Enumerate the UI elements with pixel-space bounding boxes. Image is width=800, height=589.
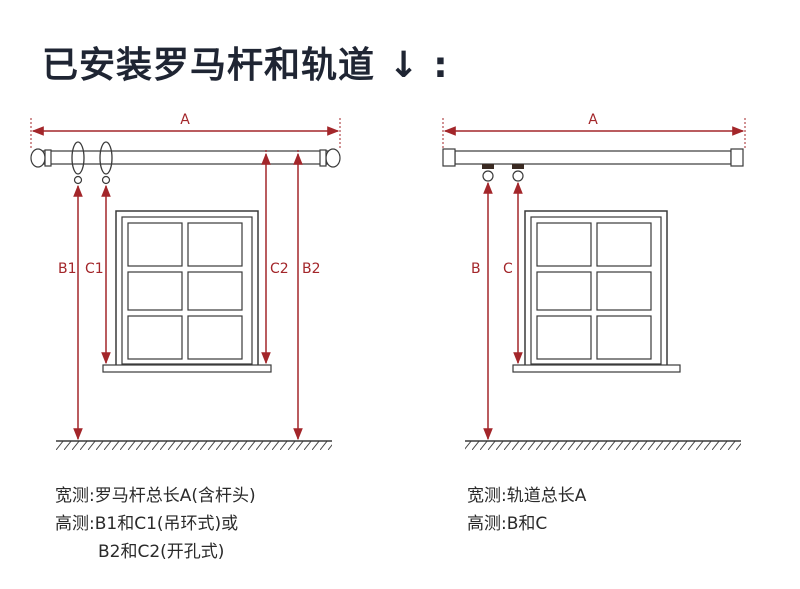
window: [102, 210, 272, 373]
window: [512, 210, 681, 373]
rod-width-caption: 宽测:罗马杆总长A(含杆头): [55, 486, 256, 506]
track-window-height-label: C: [503, 261, 513, 277]
track-height-caption: 高测:B和C: [467, 514, 548, 534]
track-caption: 宽测:轨道总长A 高测:B和C: [467, 482, 586, 538]
rod-window-height-hole-label: C2: [270, 261, 289, 277]
floor: [56, 440, 332, 450]
track-floor-height-label: B: [471, 261, 481, 277]
roman-rod-caption: 宽测:罗马杆总长A(含杆头) 高测:B1和C1(吊环式)或 B2和C2(开孔式): [55, 482, 256, 566]
curtain-ring: [71, 141, 85, 185]
roman-rod-diagram: A: [30, 112, 341, 450]
track-width-caption: 宽测:轨道总长A: [467, 486, 587, 506]
rod-floor-height-ring-label: B1: [58, 261, 77, 277]
track-diagram: A: [442, 112, 746, 450]
track-glider: [482, 164, 494, 182]
track-end-cap-right: [730, 148, 744, 167]
rod-floor-height-hole-label: B2: [302, 261, 321, 277]
rod-finial-right: [319, 148, 341, 168]
track-glider: [512, 164, 524, 182]
rod-finial-left: [30, 148, 52, 168]
rod-height-caption: 高测:B1和C1(吊环式)或: [55, 514, 239, 534]
page-title: 已安装罗马杆和轨道 ↓ :: [42, 45, 449, 86]
curtain-track: [454, 150, 732, 165]
floor: [465, 440, 741, 450]
rod-window-height-ring-label: C1: [85, 261, 104, 277]
curtain-ring: [99, 141, 113, 185]
track-end-cap-left: [442, 148, 456, 167]
track-width-label: A: [588, 112, 598, 128]
rod-height-caption-continued: B2和C2(开孔式): [98, 542, 225, 562]
rod-width-label: A: [180, 112, 190, 128]
